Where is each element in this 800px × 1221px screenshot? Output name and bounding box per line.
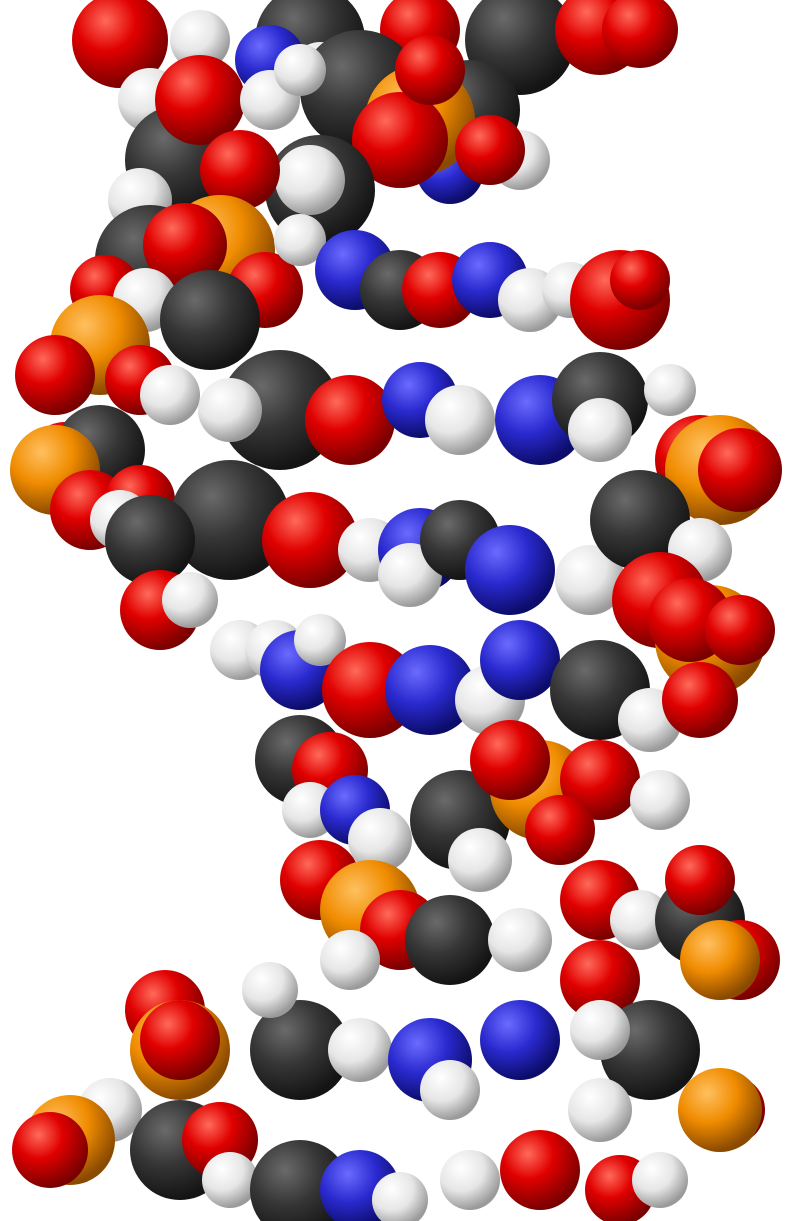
hydrogen-atom	[275, 145, 345, 215]
oxygen-atom	[610, 250, 670, 310]
hydrogen-atom	[372, 1172, 428, 1221]
oxygen-atom	[262, 492, 358, 588]
phosphorus-atom	[680, 920, 760, 1000]
hydrogen-atom	[568, 1078, 632, 1142]
oxygen-atom	[143, 203, 227, 287]
oxygen-atom	[455, 115, 525, 185]
carbon-atom	[590, 470, 690, 570]
oxygen-atom	[305, 375, 395, 465]
oxygen-atom	[500, 1130, 580, 1210]
oxygen-atom	[602, 0, 678, 68]
oxygen-atom	[395, 35, 465, 105]
oxygen-atom	[352, 92, 448, 188]
oxygen-atom	[15, 335, 95, 415]
carbon-atom	[250, 1000, 350, 1100]
hydrogen-atom	[632, 1152, 688, 1208]
oxygen-atom	[72, 0, 168, 88]
hydrogen-atom	[328, 1018, 392, 1082]
nitrogen-atom	[385, 645, 475, 735]
nitrogen-atom	[480, 620, 560, 700]
hydrogen-atom	[348, 808, 412, 872]
hydrogen-atom	[170, 10, 230, 70]
oxygen-atom	[560, 940, 640, 1020]
oxygen-atom	[470, 720, 550, 800]
carbon-atom	[405, 895, 495, 985]
carbon-atom	[160, 270, 260, 370]
oxygen-atom	[560, 740, 640, 820]
hydrogen-atom	[274, 214, 326, 266]
oxygen-atom	[705, 595, 775, 665]
oxygen-atom	[662, 662, 738, 738]
hydrogen-atom	[162, 572, 218, 628]
carbon-atom	[105, 495, 195, 585]
hydrogen-atom	[320, 930, 380, 990]
hydrogen-atom	[570, 1000, 630, 1060]
hydrogen-atom	[202, 1152, 258, 1208]
hydrogen-atom	[644, 364, 696, 416]
oxygen-atom	[12, 1112, 88, 1188]
hydrogen-atom	[488, 908, 552, 972]
hydrogen-atom	[294, 614, 346, 666]
hydrogen-atom	[420, 1060, 480, 1120]
hydrogen-atom	[610, 890, 670, 950]
hydrogen-atom	[630, 770, 690, 830]
oxygen-atom	[665, 845, 735, 915]
oxygen-atom	[140, 1000, 220, 1080]
hydrogen-atom	[568, 398, 632, 462]
hydrogen-atom	[198, 378, 262, 442]
oxygen-atom	[155, 55, 245, 145]
hydrogen-atom	[440, 1150, 500, 1210]
nitrogen-atom	[465, 525, 555, 615]
hydrogen-atom	[555, 545, 625, 615]
atom-layer	[10, 0, 782, 1221]
oxygen-atom	[525, 795, 595, 865]
hydrogen-atom	[274, 44, 326, 96]
carbon-atom	[170, 460, 290, 580]
nitrogen-atom	[480, 1000, 560, 1080]
hydrogen-atom	[140, 365, 200, 425]
oxygen-atom	[200, 130, 280, 210]
oxygen-atom	[698, 428, 782, 512]
hydrogen-atom	[448, 828, 512, 892]
phosphorus-atom	[678, 1068, 762, 1152]
hydrogen-atom	[242, 962, 298, 1018]
hydrogen-atom	[425, 385, 495, 455]
